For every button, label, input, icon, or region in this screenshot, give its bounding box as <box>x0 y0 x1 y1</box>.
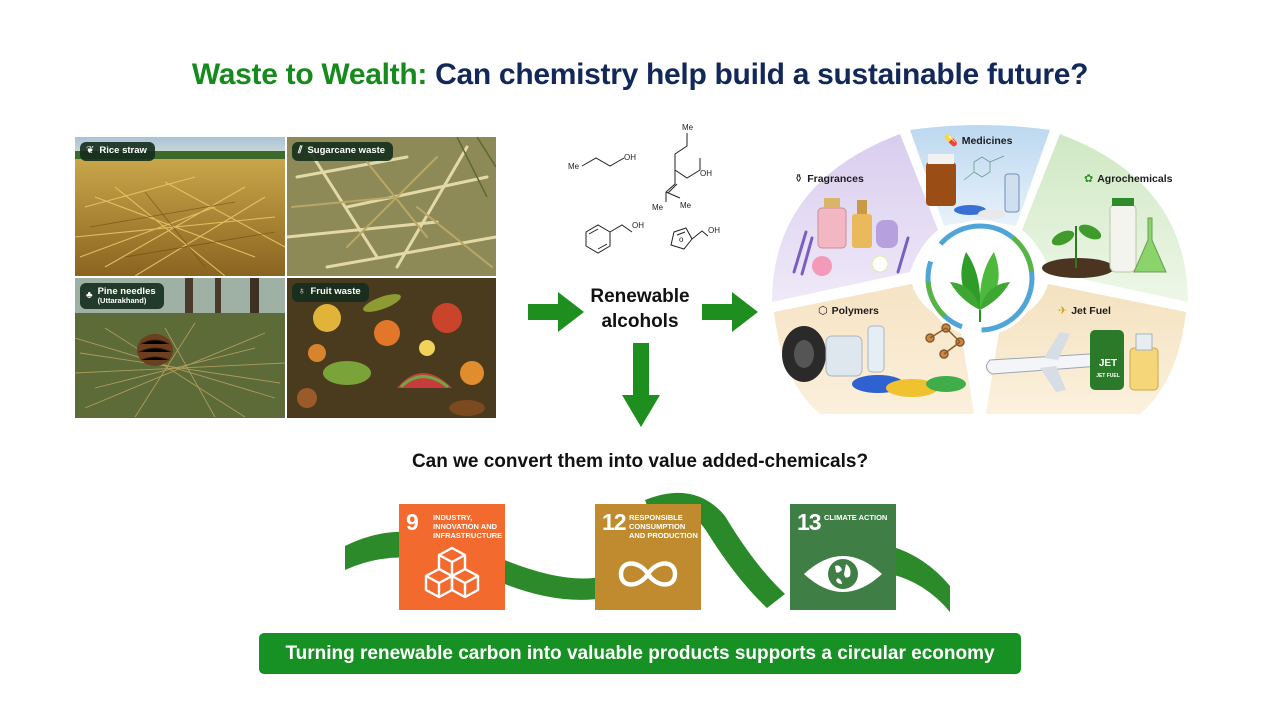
infinity-icon <box>618 561 678 587</box>
title-main: Can chemistry help build a sustainable f… <box>435 58 1089 91</box>
pine-needles-tag: ♣ Pine needles (Uttarakhand) <box>80 283 164 309</box>
perfume-icon: ⚱ <box>794 173 804 185</box>
arrow-right-1 <box>528 292 584 332</box>
jet-fuel-label: Jet Fuel <box>1071 304 1111 317</box>
jet-fuel-label-wrap: ✈ Jet Fuel <box>1058 304 1111 318</box>
product-wheel: 💊 Medicines ⚱ Fragrances ✿ Agrochemicals… <box>760 122 1200 418</box>
oh-label-2: OH <box>700 169 712 178</box>
medicines-label-wrap: 💊 Medicines <box>944 134 1013 148</box>
title-highlight: Waste to Wealth: <box>191 58 428 91</box>
fruit-waste-tag: ♁ Fruit waste <box>292 283 369 302</box>
rice-icon: ❦ <box>86 145 95 156</box>
sdg-12-number: 12 <box>602 509 627 535</box>
polymers-label: Polymers <box>831 304 879 317</box>
sprout-icon: ✿ <box>1084 173 1094 185</box>
sdg-13-number: 13 <box>797 509 822 535</box>
sdg-13-card: 13 CLIMATE ACTION <box>790 504 896 610</box>
product-wheel-graphic <box>772 125 1188 414</box>
apple-core-icon: ♁ <box>298 286 306 297</box>
sdg-9-card: 9 INDUSTRY, INNOVATION AND INFRASTRUCTUR… <box>399 504 505 610</box>
jet-drum-text: JET <box>1098 358 1118 369</box>
oh-label-1: OH <box>624 153 636 162</box>
cane-icon: ⫽ <box>298 145 303 156</box>
methyl-label-3: Me <box>652 203 664 212</box>
ring-oxygen-label: o <box>679 235 684 244</box>
green-ribbon <box>345 492 950 612</box>
sdg-13-text: CLIMATE ACTION <box>824 513 888 522</box>
oh-label-3: OH <box>632 221 644 230</box>
renewable-alcohols-label: Renewable alcohols <box>590 286 690 332</box>
circular-economy-banner: Turning renewable carbon into valuable p… <box>259 633 1021 674</box>
furfuryl-alcohol-structure <box>670 227 709 250</box>
methyl-label-1: Me <box>568 162 580 171</box>
waste-sources-grid: ❦ Rice straw ⫽ Sugarcane waste <box>75 137 496 418</box>
pine-needles-image: ♣ Pine needles (Uttarakhand) <box>75 278 285 418</box>
rice-straw-image: ❦ Rice straw <box>75 137 285 276</box>
alcohol-structures: Me OH Me OH Me Me OH o OH <box>568 123 720 254</box>
rice-straw-label: Rice straw <box>99 145 147 157</box>
medicines-label: Medicines <box>961 134 1013 147</box>
leaf-icon <box>961 252 981 310</box>
arrow-right-2 <box>702 292 758 332</box>
eye-globe-icon <box>804 556 882 592</box>
propanol-structure <box>581 157 625 167</box>
pine-needles-sublabel: (Uttarakhand) <box>97 295 147 305</box>
sdg-9-number: 9 <box>406 509 419 535</box>
agrochemicals-label-wrap: ✿ Agrochemicals <box>1084 172 1173 186</box>
conversion-question: Can we convert them into value added-che… <box>411 451 869 472</box>
methyl-label-2: Me <box>682 123 694 132</box>
plane-icon: ✈ <box>1058 305 1068 317</box>
sdg-12-card: 12 RESPONSIBLE CONSUMPTION AND PRODUCTIO… <box>595 504 701 610</box>
tree-icon: ♣ <box>86 289 93 301</box>
sugarcane-waste-label: Sugarcane waste <box>307 145 386 157</box>
citronellol-structure <box>665 133 701 202</box>
fragrances-label-wrap: ⚱ Fragrances <box>794 172 864 186</box>
phenylethanol-structure <box>585 224 633 254</box>
methyl-label-4: Me <box>680 201 692 210</box>
sugarcane-waste-image: ⫽ Sugarcane waste <box>287 137 496 276</box>
agrochemicals-label: Agrochemicals <box>1097 172 1173 185</box>
cubes-icon <box>424 546 480 599</box>
polymer-icon: ⬡ <box>818 305 828 317</box>
fruit-waste-image: ♁ Fruit waste <box>287 278 496 418</box>
sdg-9-text: INDUSTRY, INNOVATION AND INFRASTRUCTURE <box>433 513 503 540</box>
polymers-label-wrap: ⬡ Polymers <box>818 304 879 318</box>
page-title: Waste to Wealth: Can chemistry help buil… <box>0 58 1280 92</box>
agrochemicals-segment <box>1022 134 1188 302</box>
jet-fuel-drum-label: JET JET FUEL <box>1091 358 1125 382</box>
sugarcane-waste-tag: ⫽ Sugarcane waste <box>292 142 394 161</box>
pill-icon: 💊 <box>944 135 958 147</box>
fragrances-label: Fragrances <box>807 172 864 185</box>
sdg-12-text: RESPONSIBLE CONSUMPTION AND PRODUCTION <box>629 513 698 540</box>
pine-needles-label: Pine needles <box>97 286 156 297</box>
arrow-down <box>622 343 660 427</box>
jet-drum-subtext: JET FUEL <box>1096 373 1120 379</box>
fruit-waste-label: Fruit waste <box>310 286 361 298</box>
oh-label-4: OH <box>708 226 720 235</box>
rice-straw-tag: ❦ Rice straw <box>80 142 155 161</box>
